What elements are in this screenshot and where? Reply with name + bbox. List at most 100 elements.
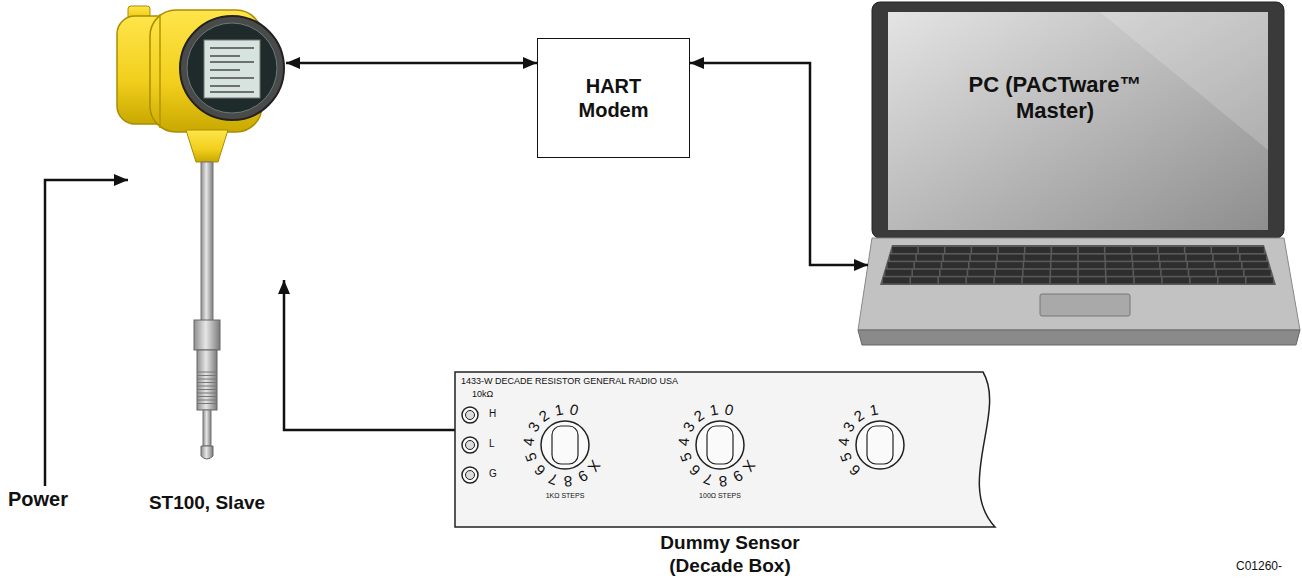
laptop-drawing-part-part	[1106, 255, 1131, 261]
laptop-drawing-part-part	[1079, 270, 1105, 276]
laptop-drawing-part-part	[996, 270, 1022, 276]
laptop-drawing-part-part	[1106, 262, 1132, 268]
node-label: Dummy Sensor (Decade Box)	[645, 532, 815, 578]
binding-post	[462, 467, 478, 483]
flow-meter-drawing-part-part	[197, 400, 217, 401]
laptop-drawing-part-part	[1161, 262, 1187, 268]
binding-post	[466, 441, 475, 450]
laptop-drawing-part-part	[911, 277, 937, 283]
laptop-drawing-part-part	[1135, 277, 1161, 283]
laptop-drawing-part-part	[1188, 262, 1214, 268]
connector-arrow	[286, 62, 537, 65]
flow-meter-drawing-part-part	[197, 389, 217, 390]
laptop-drawing-part-part	[967, 277, 993, 283]
laptop-drawing-part-part	[913, 270, 939, 276]
laptop-drawing-part-part	[944, 255, 969, 261]
laptop-drawing-part-part	[1185, 247, 1210, 253]
laptop-drawing-part-part	[919, 247, 944, 253]
laptop-drawing-part-part	[1052, 255, 1077, 261]
decade-panel	[455, 372, 1005, 527]
label: Power	[8, 488, 68, 511]
laptop-drawing-part-part	[1163, 277, 1189, 283]
flow-meter-drawing-part-part	[210, 47, 254, 49]
laptop-drawing-part	[872, 2, 1284, 238]
laptop-drawing-part-part	[1189, 270, 1215, 276]
laptop-drawing-part-part	[892, 247, 917, 253]
label: H	[489, 408, 496, 420]
laptop-drawing-part-part	[1245, 270, 1271, 276]
laptop-drawing-part-part	[890, 255, 915, 261]
modem-box: HART Modem	[537, 38, 690, 158]
node-label: ST100, Slave	[107, 492, 307, 515]
decade-box: 1433-W DECADE RESISTOR GENERAL RADIO USA…	[455, 372, 1005, 527]
label: C01260-	[1236, 560, 1282, 574]
laptop-drawing-part-part	[1025, 255, 1050, 261]
laptop-drawing-part	[888, 12, 1268, 230]
laptop-drawing-part-part	[1051, 277, 1077, 283]
laptop-drawing-part-part	[941, 270, 967, 276]
flow-meter-drawing-part-part	[197, 396, 217, 397]
laptop-drawing-part-part	[1247, 277, 1273, 283]
laptop-drawing-part-part	[1243, 262, 1269, 268]
laptop-drawing-part-part	[1160, 255, 1185, 261]
flow-meter-drawing-part	[204, 40, 260, 98]
flow-meter-drawing-part-part	[197, 382, 217, 383]
laptop-drawing-part-part	[885, 270, 911, 276]
laptop-drawing-part-part	[1134, 270, 1160, 276]
binding-post	[462, 437, 478, 453]
dial-knob	[541, 421, 589, 469]
dial-knob	[696, 421, 744, 469]
laptop-drawing-part-part	[1024, 262, 1050, 268]
dial-digit: 8	[558, 471, 578, 491]
flow-meter-drawing-part-part	[197, 393, 217, 394]
laptop-drawing-part-part	[1241, 255, 1266, 261]
laptop-drawing-part-part	[999, 247, 1024, 253]
connector-arrow	[690, 63, 868, 265]
flow-meter: ST100, Slave	[112, 0, 286, 280]
laptop-drawing-part-part	[1212, 247, 1237, 253]
dial-digit: 4	[519, 432, 539, 452]
laptop-drawing-part-part	[942, 262, 968, 268]
laptop-drawing-part-part	[917, 255, 942, 261]
laptop-drawing-part-part	[1215, 262, 1241, 268]
flow-meter-drawing-part	[186, 130, 228, 162]
laptop-drawing-part-part	[1162, 270, 1188, 276]
laptop-drawing-part-part	[997, 262, 1023, 268]
binding-post	[466, 411, 475, 420]
flow-meter-drawing-part-part	[210, 77, 254, 79]
flow-meter-drawing-part-part	[197, 403, 217, 404]
laptop-drawing-part-part	[1214, 255, 1239, 261]
label: 100Ω STEPS	[670, 492, 770, 500]
laptop-drawing-part-part	[1106, 270, 1132, 276]
flow-meter-drawing-part	[159, 14, 161, 128]
binding-post	[462, 407, 478, 423]
dial-handle	[707, 426, 733, 464]
laptop-drawing-part-part	[1133, 262, 1159, 268]
laptop-drawing-part-part	[1239, 247, 1264, 253]
label: G	[489, 468, 497, 480]
flow-meter-drawing-part	[210, 48, 254, 92]
laptop-drawing-part-part	[883, 277, 909, 283]
label: 1KΩ STEPS	[515, 492, 615, 500]
laptop-drawing-part	[1040, 294, 1130, 316]
laptop-drawing-part	[858, 330, 1300, 345]
laptop-drawing-part-part	[970, 262, 996, 268]
flow-meter-drawing-part	[180, 16, 284, 120]
flow-meter-drawing-part-part	[197, 379, 217, 380]
flow-meter-drawing-part-part	[197, 386, 217, 387]
laptop-drawing-part-part	[946, 247, 971, 253]
power-arrow	[45, 180, 128, 486]
flow-meter-drawing-part-part	[210, 55, 240, 57]
laptop-drawing-part-part	[1079, 262, 1105, 268]
laptop-drawing-part-part	[1079, 247, 1104, 253]
flow-meter-drawing-part	[201, 446, 213, 459]
dial-handle	[552, 426, 578, 464]
laptop-drawing-part-part	[1132, 247, 1157, 253]
panel-heading: 1433-W DECADE RESISTOR GENERAL RADIO USA	[461, 376, 781, 387]
flow-meter-drawing-part	[201, 162, 213, 322]
laptop-drawing-part-part	[1051, 262, 1077, 268]
dial-digit: 4	[834, 432, 854, 452]
laptop-drawing-part-part	[995, 277, 1021, 283]
node-label: PC (PACTware™ Master)	[940, 72, 1170, 125]
